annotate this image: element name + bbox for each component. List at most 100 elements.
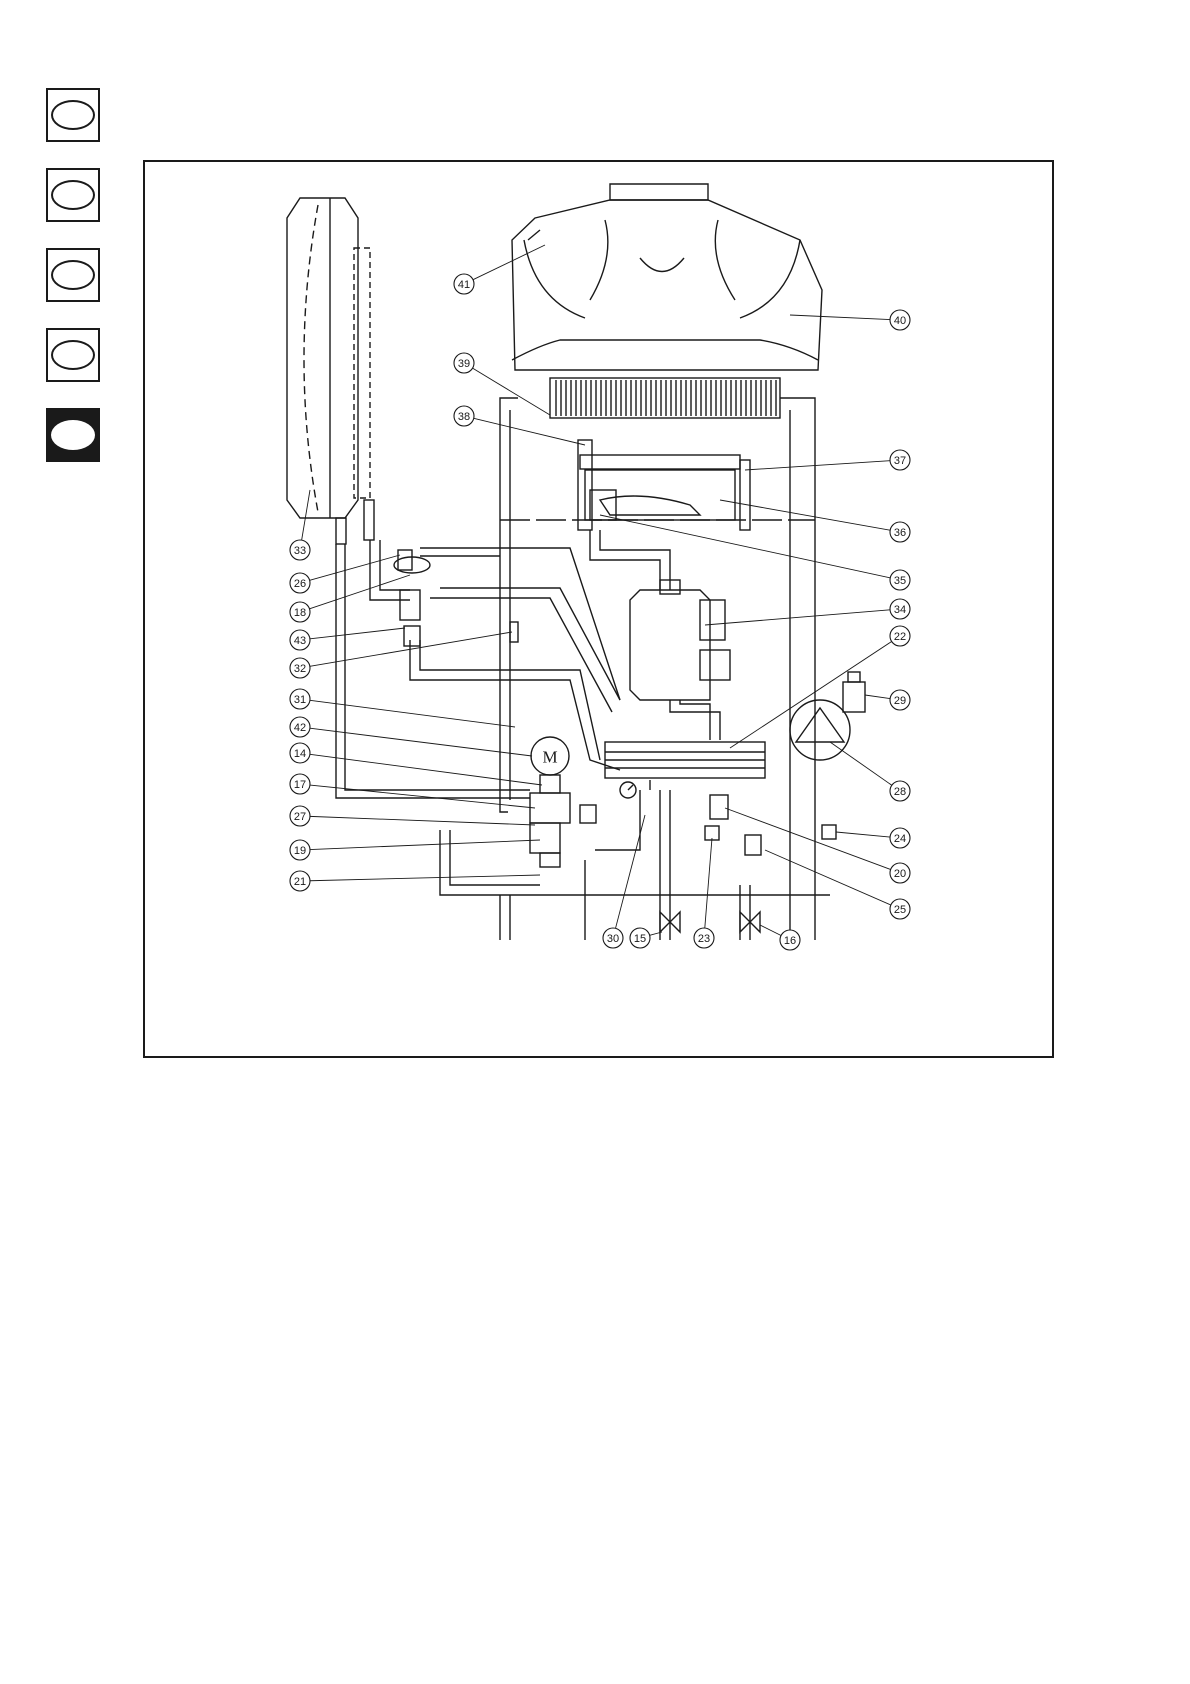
callout-number: 19 <box>294 845 306 857</box>
callout-leader-line <box>473 417 586 446</box>
callout-number: 17 <box>294 779 306 791</box>
callout-35: 35 <box>599 514 911 591</box>
callout-leader-line <box>309 815 536 826</box>
language-tab-5-active[interactable] <box>46 408 100 462</box>
callout-leader-line <box>704 609 891 626</box>
callout-leader-line <box>599 514 891 579</box>
callout-23: 23 <box>693 837 715 949</box>
callout-leader-line <box>719 499 891 531</box>
callout-number: 39 <box>458 358 470 370</box>
callout-circle <box>289 601 311 623</box>
callout-41: 41 <box>453 244 546 295</box>
language-oval-icon <box>51 180 95 210</box>
callout-20: 20 <box>724 807 911 884</box>
expansion-vessel <box>286 197 375 545</box>
pressure-gauge <box>619 781 637 799</box>
callout-circle <box>889 898 911 920</box>
callout-number: 23 <box>698 933 710 945</box>
callout-leader-line <box>309 839 541 851</box>
callout-circle <box>693 927 715 949</box>
callout-circle <box>889 569 911 591</box>
callout-circle <box>289 773 311 795</box>
callout-34: 34 <box>704 598 911 626</box>
callout-29: 29 <box>864 689 911 711</box>
callout-number: 20 <box>894 868 906 880</box>
callout-leader-line <box>744 460 891 471</box>
callout-number: 33 <box>294 545 306 557</box>
callout-36: 36 <box>719 499 911 543</box>
callout-circle <box>629 927 651 949</box>
callout-40: 40 <box>789 309 911 331</box>
callout-39: 39 <box>453 352 551 416</box>
callout-number: 42 <box>294 722 306 734</box>
callout-circle <box>889 780 911 802</box>
callout-circle <box>289 688 311 710</box>
callout-number: 35 <box>894 575 906 587</box>
callout-leader-line <box>309 753 543 786</box>
callout-circle <box>453 352 475 374</box>
callout-circle <box>889 598 911 620</box>
callout-circle <box>289 629 311 651</box>
callout-number: 24 <box>894 833 906 845</box>
callout-number: 22 <box>894 631 906 643</box>
callout-leader-line <box>829 741 893 786</box>
language-oval-icon <box>51 420 95 450</box>
callout-leader-line <box>615 814 646 929</box>
diagram-frame <box>143 160 1054 1058</box>
language-tabs <box>46 88 104 488</box>
language-tab-1[interactable] <box>46 88 100 142</box>
callout-number: 30 <box>607 933 619 945</box>
callout-number: 15 <box>634 933 646 945</box>
callout-leader-line <box>309 574 411 610</box>
callout-circle <box>289 572 311 594</box>
motor-label: M <box>542 748 557 767</box>
callout-leader-line <box>704 837 713 929</box>
callout-30: 30 <box>602 814 646 949</box>
language-tab-4[interactable] <box>46 328 100 382</box>
language-tab-2[interactable] <box>46 168 100 222</box>
callout-number: 43 <box>294 635 306 647</box>
callout-circle <box>289 716 311 738</box>
callout-leader-line <box>472 244 546 281</box>
language-oval-icon <box>51 260 95 290</box>
diagram-drawing <box>286 183 866 940</box>
callout-42: 42 <box>289 716 533 757</box>
callout-27: 27 <box>289 805 536 827</box>
callout-number: 41 <box>458 279 470 291</box>
callout-circle <box>889 309 911 331</box>
language-tab-3[interactable] <box>46 248 100 302</box>
callout-circle <box>889 449 911 471</box>
pipework <box>335 397 830 940</box>
callout-21: 21 <box>289 870 541 892</box>
callout-circle <box>453 405 475 427</box>
callout-22: 22 <box>729 625 911 749</box>
callout-number: 34 <box>894 604 906 616</box>
callout-31: 31 <box>289 688 516 728</box>
callout-circle <box>889 862 911 884</box>
callout-19: 19 <box>289 839 541 861</box>
gas-valve <box>629 579 731 701</box>
callout-leader-line <box>309 699 516 728</box>
callout-leader-line <box>724 807 891 870</box>
callout-16: 16 <box>759 924 801 951</box>
callout-leader-line <box>789 314 891 320</box>
callout-leader-line <box>472 367 551 416</box>
callout-15: 15 <box>629 927 663 949</box>
callout-leader-line <box>309 874 541 882</box>
callout-leader-line <box>759 924 782 936</box>
callout-28: 28 <box>829 741 911 802</box>
callout-number: 36 <box>894 527 906 539</box>
callout-leader-line <box>764 849 892 906</box>
callout-number: 25 <box>894 904 906 916</box>
callout-circle <box>889 689 911 711</box>
callout-leader-line <box>309 627 406 640</box>
callout-leader-line <box>835 831 891 838</box>
filling-valve <box>393 549 431 647</box>
callout-number: 32 <box>294 663 306 675</box>
callout-circle <box>289 742 311 764</box>
callout-leader-line <box>649 931 663 936</box>
callout-leader-line <box>309 554 401 581</box>
pump <box>789 671 866 761</box>
callout-number: 21 <box>294 876 306 888</box>
